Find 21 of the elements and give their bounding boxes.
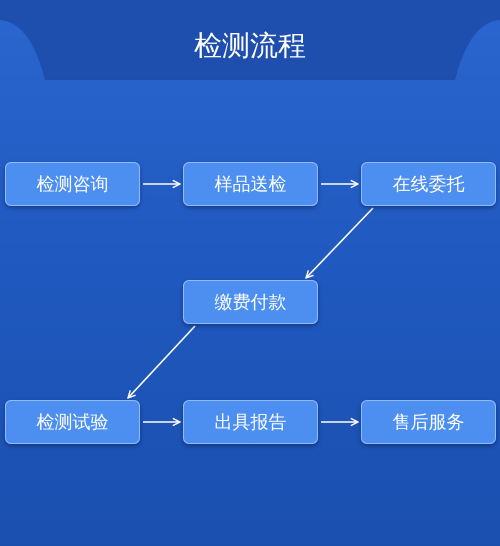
process-box bbox=[361, 400, 496, 444]
process-box bbox=[183, 280, 318, 324]
process-box bbox=[5, 162, 140, 206]
arrow bbox=[321, 180, 359, 188]
process-box bbox=[5, 400, 140, 444]
process-box bbox=[361, 162, 496, 206]
step-label: 售后服务 bbox=[392, 411, 464, 434]
process-box bbox=[183, 400, 318, 444]
step-label: 检测咨询 bbox=[36, 173, 108, 196]
step-label: 样品送检 bbox=[214, 173, 286, 196]
title: 检测流程 bbox=[193, 28, 307, 64]
arrow bbox=[321, 418, 359, 426]
arrow bbox=[143, 180, 181, 188]
step-label: 出具报告 bbox=[214, 411, 286, 434]
step-label: 缴费付款 bbox=[214, 291, 286, 314]
arrow bbox=[127, 325, 196, 399]
arrow bbox=[305, 207, 374, 279]
process-box bbox=[183, 162, 318, 206]
arrow bbox=[143, 418, 181, 426]
step-label: 在线委托 bbox=[392, 173, 464, 196]
step-label: 检测试验 bbox=[36, 411, 108, 434]
